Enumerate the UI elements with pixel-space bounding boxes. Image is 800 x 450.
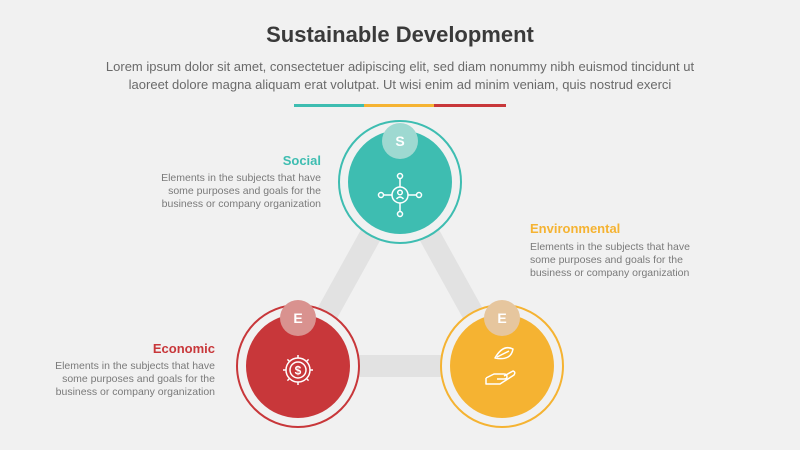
svg-text:$: $: [295, 364, 302, 378]
divider-social: [294, 104, 364, 107]
social-badge-letter: S: [395, 133, 404, 149]
economic-title: Economic: [152, 341, 215, 356]
economic-desc-line-3: business or company organization: [55, 386, 215, 398]
gear-dollar-icon: $: [283, 355, 313, 385]
economic-desc-line-2: some purposes and goals for the: [62, 373, 215, 385]
economic-description: Elements in the subjects that have some …: [45, 360, 215, 399]
economic-badge-letter: E: [293, 310, 302, 326]
node-economic: E $: [236, 300, 360, 428]
page-subtitle: Lorem ipsum dolor sit amet, consectetuer…: [40, 58, 760, 94]
social-badge: [382, 123, 418, 159]
environmental-badge: [484, 300, 520, 336]
social-desc-line-1: Elements in the subjects that have: [161, 172, 321, 184]
page-title: Sustainable Development: [266, 22, 534, 47]
environmental-desc-line-2: some purposes and goals for the: [530, 254, 683, 266]
social-desc-line-2: some purposes and goals for the: [168, 185, 321, 197]
economic-circle: [246, 314, 350, 418]
social-desc-line-3: business or company organization: [161, 198, 321, 210]
subtitle-line-1: Lorem ipsum dolor sit amet, consectetuer…: [105, 59, 695, 74]
node-environmental: E: [440, 300, 564, 428]
network-user-icon: [377, 172, 423, 218]
environmental-title: Environmental: [530, 221, 621, 236]
economic-badge: [280, 300, 316, 336]
social-title: Social: [282, 153, 321, 168]
node-social: S: [338, 120, 462, 244]
environmental-circle: [450, 314, 554, 418]
social-description: Elements in the subjects that have some …: [151, 172, 321, 211]
economic-desc-line-1: Elements in the subjects that have: [55, 360, 215, 372]
subtitle-line-2: laoreet dolore magna aliquam erat volutp…: [128, 77, 672, 92]
environmental-description: Elements in the subjects that have some …: [530, 241, 700, 280]
environmental-badge-letter: E: [497, 310, 506, 326]
environmental-desc-line-1: Elements in the subjects that have: [530, 241, 690, 253]
hand-leaf-icon: [485, 346, 516, 385]
divider-economic: [434, 104, 506, 107]
environmental-desc-line-3: business or company organization: [530, 267, 690, 279]
divider-environmental: [364, 104, 434, 107]
